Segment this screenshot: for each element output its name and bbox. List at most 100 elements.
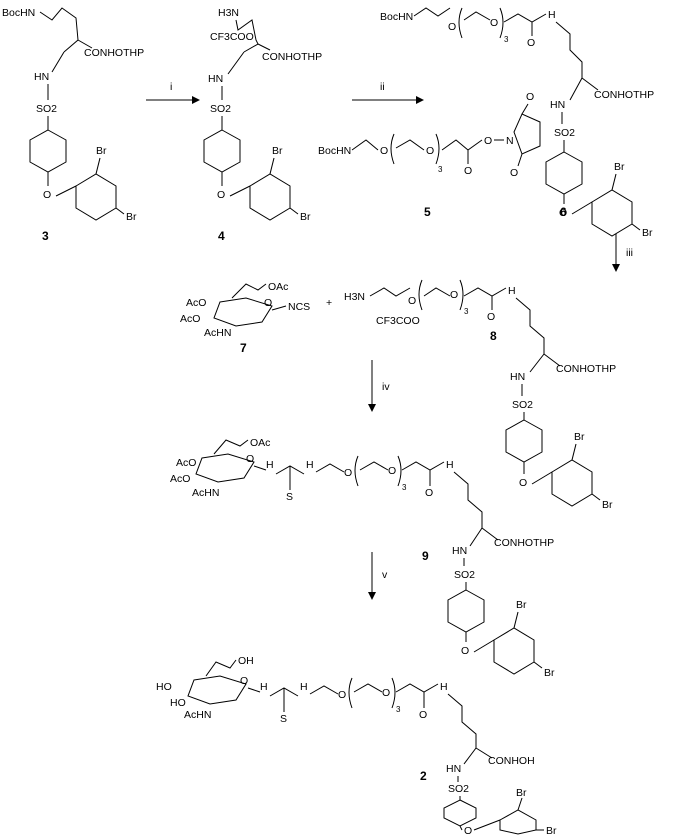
carbonyl-oxygen-label: O [526,91,534,103]
amide-group-label: CONHOTHP [556,363,616,375]
compound-9: OAc AcO AcO AcHN O H S H O O 3 O H CONHO… [170,437,555,679]
reagent-label-i: i [170,81,172,93]
hn-label: HN [34,71,49,83]
repeat-count: 3 [396,705,401,714]
amide-nh-label: H [548,9,556,21]
thione-sulfur-label: S [286,491,293,503]
ether-oxygen-label: O [464,825,472,835]
so2-label: SO2 [36,103,57,115]
amide-nh-label: H [446,459,454,471]
so2-label: SO2 [454,569,475,581]
bromo-label: Br [602,499,613,511]
amide-group-label: CONHOTHP [84,47,144,59]
so2-label: SO2 [512,399,533,411]
compound-number-7: 7 [240,341,247,355]
arrow-step-iv: iv [368,360,390,412]
ester-oxygen-label: O [484,135,492,147]
compound-8: H3N CF3COO O O 3 O H CONHOTHP HN SO2 O B… [344,279,616,511]
amide-nh-label: H [440,681,448,693]
peg-oxygen-label: O [382,687,390,699]
achn-label: AcHN [192,487,219,499]
peg-oxygen-label: O [344,467,352,479]
aco-label: AcO [170,473,190,485]
ring-oxygen-label: O [246,453,254,465]
thiourea-nh-label: H [306,459,314,471]
tfa-counterion-label: CF3COO [210,31,254,43]
oac-label: OAc [268,281,288,293]
peg-oxygen-label: O [426,145,434,157]
reagent-label-iii: iii [626,247,633,259]
bromo-label: Br [516,599,527,611]
thiourea-nh-label: H [260,681,268,693]
bromo-label: Br [516,787,527,799]
amide-group-label: CONHOTHP [494,537,554,549]
repeat-count: 3 [402,483,407,492]
carbonyl-oxygen-label: O [510,167,518,179]
compound-number-9: 9 [422,549,429,563]
carbonyl-oxygen-label: O [527,37,535,49]
compound-number-4: 4 [218,229,225,243]
ether-oxygen-label: O [461,645,469,657]
aco-label: AcO [180,313,200,325]
peg-oxygen-label: O [450,289,458,301]
achn-label: AcHN [204,327,231,339]
oac-label: OAc [250,437,270,449]
ring-oxygen-label: O [264,297,272,309]
tfa-counterion-label: CF3COO [376,315,420,327]
amide-group-label: CONHOTHP [262,51,322,63]
bromo-label: Br [96,145,107,157]
bromo-label: Br [614,161,625,173]
compound-number-8: 8 [490,329,497,343]
ring-oxygen-label: O [240,675,248,687]
ho-label: HO [170,697,186,709]
bromo-label: Br [642,227,653,239]
carbonyl-oxygen-label: O [487,311,495,323]
compound-number-3: 3 [42,229,49,243]
boc-hn-label: BocHN [380,11,413,23]
boc-hn-label: BocHN [2,7,35,19]
reagent-label-ii: ii [380,81,385,93]
hn-label: HN [208,73,223,85]
repeat-count: 3 [504,35,509,44]
carbonyl-oxygen-label: O [419,709,427,721]
bromo-label: Br [300,211,311,223]
arrow-step-ii: ii [352,81,424,104]
so2-label: SO2 [210,103,231,115]
bromo-label: Br [272,145,283,157]
carbonyl-oxygen-label: O [425,487,433,499]
succinimide-n-label: N [506,135,514,147]
ncs-label: NCS [288,301,310,313]
compound-3: BocHN CONHOTHP HN SO2 O Br Br 3 [2,7,144,243]
boc-hn-label: BocHN [318,145,351,157]
repeat-count: 3 [464,307,469,316]
ether-oxygen-label: O [559,207,567,219]
hn-label: HN [452,545,467,557]
hydroxamic-acid-label: CONHOH [488,755,535,767]
compound-2: OH HO HO AcHN O H S H O O 3 O H CONHOH H… [156,655,557,835]
ether-oxygen-label: O [217,189,225,201]
compound-4: H3N CF3COO CONHOTHP HN SO2 O Br Br 4 [203,7,322,243]
carbonyl-oxygen-label: O [464,165,472,177]
compound-number-6: 6 [560,205,567,219]
arrow-step-i: i [146,81,200,104]
thiourea-nh-label: H [300,681,308,693]
aco-label: AcO [186,297,206,309]
bromo-label: Br [544,667,555,679]
so2-label: SO2 [448,783,469,795]
amide-group-label: CONHOTHP [594,89,654,101]
arrow-step-iii: iii [612,234,633,272]
so2-label: SO2 [554,127,575,139]
thiourea-nh-label: H [266,459,274,471]
plus-sign: + [326,297,332,309]
peg-oxygen-label: O [490,17,498,29]
amide-nh-label: H [508,285,516,297]
peg-oxygen-label: O [338,689,346,701]
peg-oxygen-label: O [380,145,388,157]
achn-label: AcHN [184,709,211,721]
bromo-label: Br [546,825,557,835]
compound-number-5: 5 [424,205,431,219]
ammonium-label: H3N [218,7,239,19]
ether-oxygen-label: O [519,477,527,489]
reagent-label-iv: iv [382,381,390,393]
